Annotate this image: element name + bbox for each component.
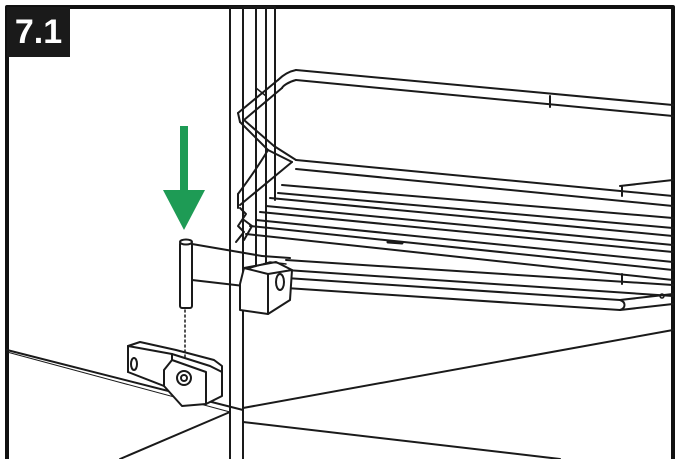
cabinet-floor [6, 329, 674, 460]
basket-slats [235, 184, 674, 281]
cabinet-side-panel [229, 6, 276, 460]
basket-top-rail [237, 69, 674, 151]
hinge-pin [179, 238, 193, 371]
down-arrow-icon [163, 126, 205, 230]
step-number-badge: 7.1 [7, 7, 70, 57]
diagram-frame [5, 5, 675, 464]
basket-middle-rail [237, 145, 674, 209]
hinge-arm [191, 243, 293, 315]
basket-bottom-rail [285, 259, 674, 311]
mounting-bracket [127, 341, 223, 407]
